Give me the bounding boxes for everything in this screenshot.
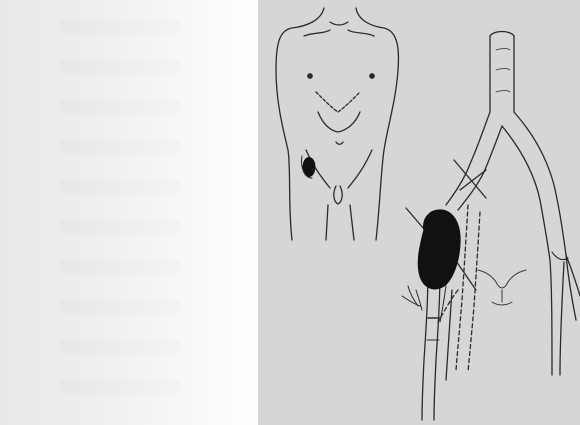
branch-2 [416,290,422,310]
right-iliac-lower-wall [560,262,564,375]
torso-left-outline [276,8,324,240]
ligature-cross-1 [460,170,486,190]
pelvic-mass [418,210,460,289]
femoral-vessel [422,268,452,420]
aorta-inner-band [496,49,510,93]
neck-line [330,22,348,25]
torso-right-outline [356,8,398,240]
sacrum [496,282,508,302]
right-thigh-line [350,205,354,240]
rib-margin [316,92,360,112]
right-iliac-artery [502,112,580,375]
right-groin-line [348,150,372,188]
genitalia-outline [334,186,342,204]
illustration-panel [258,0,580,425]
branch-4 [440,286,446,322]
femoral-right-wall [434,268,440,420]
branch-3 [402,296,420,306]
aorta-top-cap [490,32,514,37]
left-iliac-outer-wall [446,112,490,205]
pelvis-left [478,270,496,282]
left-thigh-line [326,205,328,240]
graft-inner-wall [468,212,480,372]
blank-page-panel [0,0,258,425]
pelvic-outline [478,270,526,305]
faded-text-ghost [60,20,180,410]
aorta [490,32,514,113]
umbilicus [336,142,343,144]
torso-figure [276,8,398,240]
abdominal-contour [318,112,360,132]
right-iliac-inner-wall [502,126,552,375]
clavicle-line [304,30,374,36]
right-nipple [370,74,374,78]
pelvis-right [508,270,526,282]
femoral-left-wall [422,268,428,420]
left-nipple [308,74,312,78]
anatomy-illustration [258,0,580,425]
right-iliac-outer-wall [514,112,576,320]
